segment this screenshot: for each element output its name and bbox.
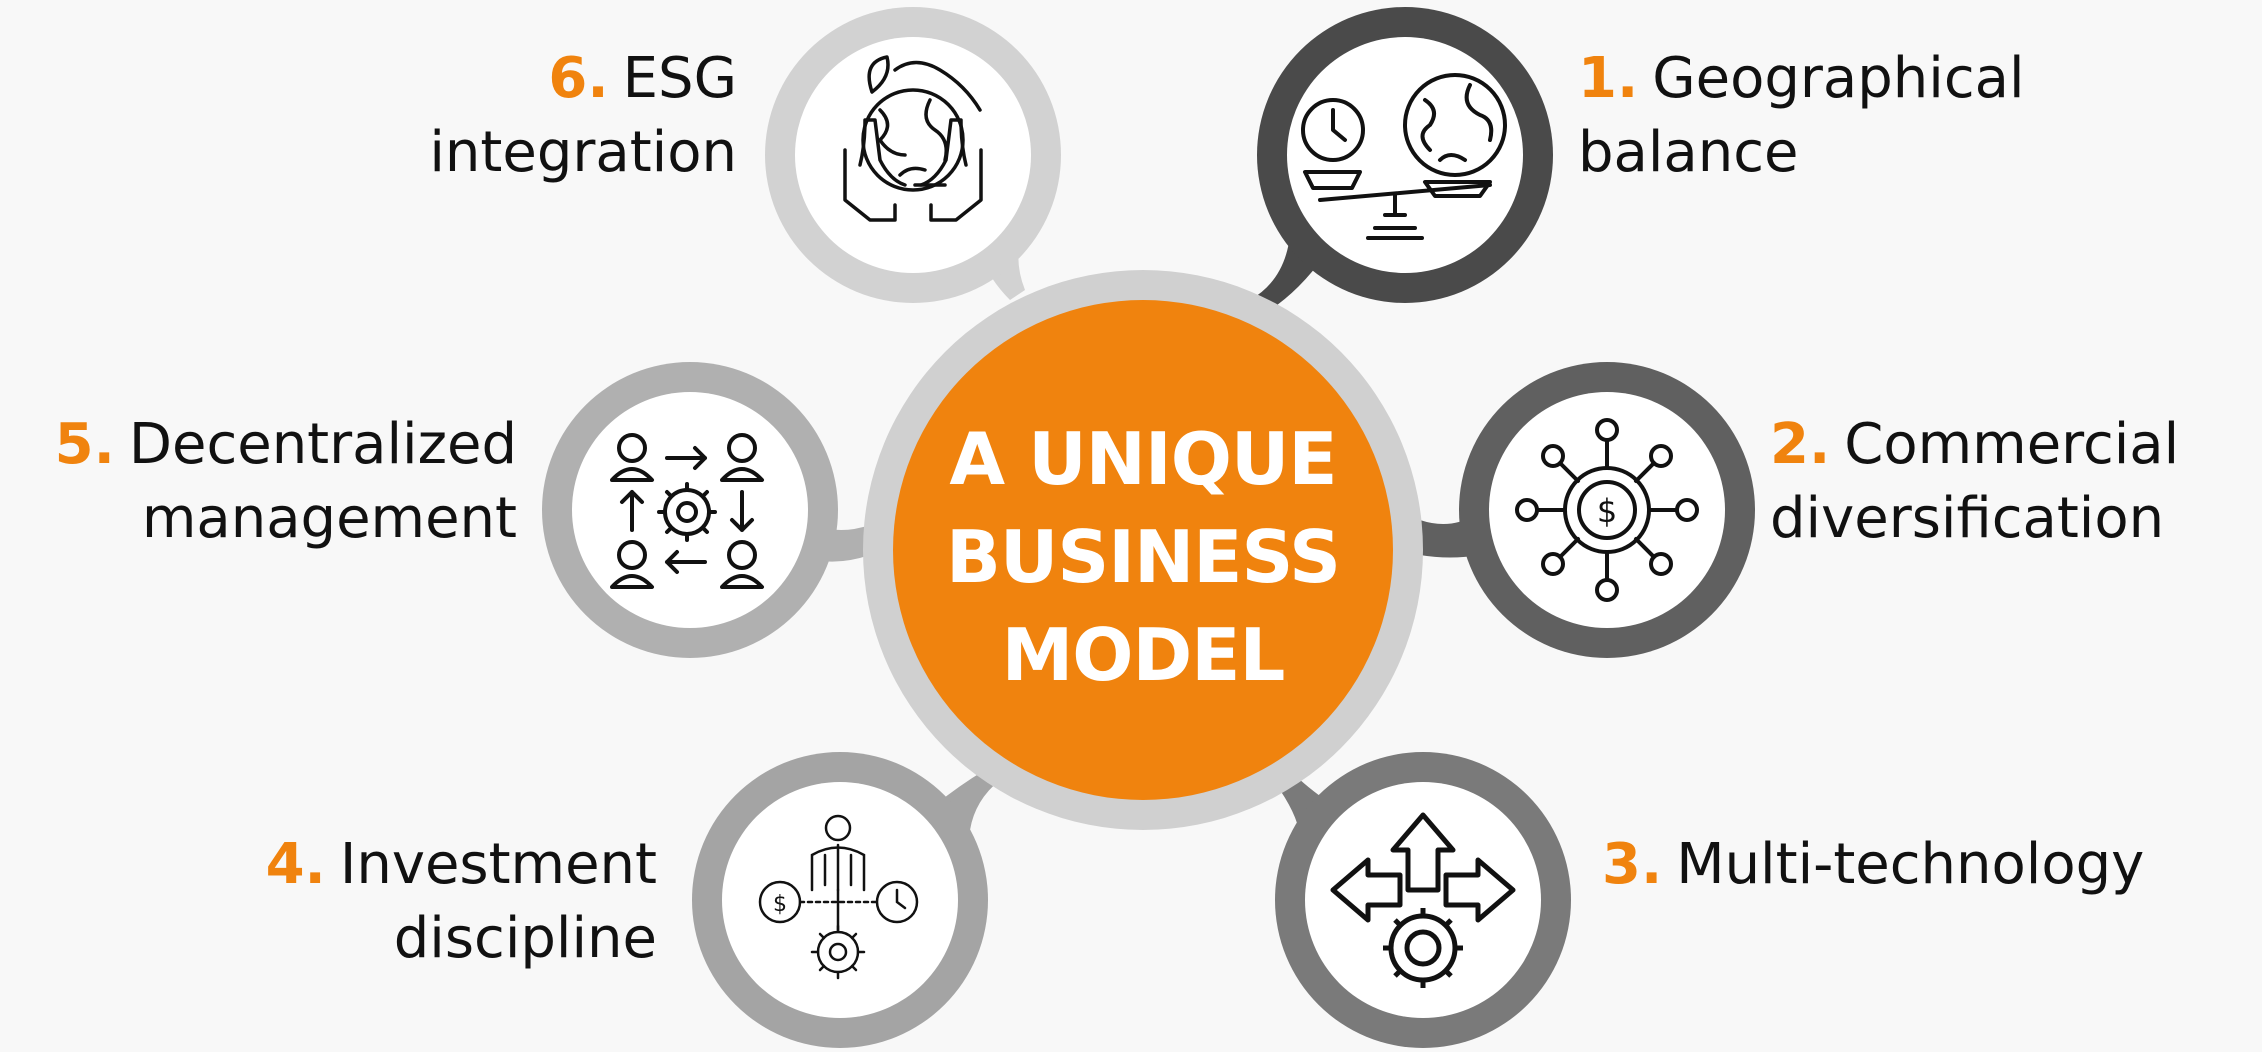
item-number: 2. [1770, 412, 1831, 477]
item-subtitle: integration [429, 120, 737, 185]
center-disc [893, 300, 1393, 800]
hands-globe-leaf-icon [843, 55, 983, 222]
item-subtitle: diversification [1770, 486, 2165, 551]
satellite-3 [1275, 752, 1571, 1048]
center-title-line-3: MODEL [1001, 613, 1286, 697]
item-title: Geographical [1652, 46, 2025, 111]
center-title: A UNIQUE BUSINESS MODEL [893, 410, 1393, 704]
item-number: 3. [1602, 832, 1663, 897]
gear-arrows-icon [1330, 812, 1516, 988]
item-number: 6. [548, 46, 609, 111]
center-title-line-2: BUSINESS [946, 515, 1341, 599]
satellite-4 [692, 752, 988, 1048]
scale-clock-globe-icon [1301, 73, 1507, 240]
investor-gear-icon: $ [758, 814, 919, 980]
svg-text:$: $ [773, 892, 787, 917]
item-label-3: 3.Multi-technology [1602, 828, 2144, 902]
svg-text:$: $ [1597, 492, 1617, 530]
item-title: Commercial [1844, 412, 2180, 477]
item-label-6: 6.ESG integration [429, 42, 737, 190]
people-gear-cycle-icon [610, 433, 764, 589]
item-number: 4. [265, 832, 326, 897]
item-subtitle: discipline [393, 906, 657, 971]
item-number: 5. [54, 412, 115, 477]
center-hub [863, 270, 1423, 830]
item-title: Decentralized [128, 412, 517, 477]
item-label-5: 5.Decentralized management [55, 408, 517, 556]
satellite-2 [1459, 362, 1755, 658]
item-label-4: 4.Investment discipline [266, 828, 657, 976]
item-subtitle: management [141, 486, 517, 551]
item-title: Investment [339, 832, 657, 897]
item-subtitle: balance [1578, 120, 1799, 185]
item-number: 1. [1578, 46, 1639, 111]
item-label-2: 2.Commercial diversification [1770, 408, 2179, 556]
satellite-5 [542, 362, 838, 658]
center-title-line-1: A UNIQUE [949, 417, 1337, 501]
item-title: Multi-technology [1676, 832, 2145, 897]
satellite-1 [1257, 7, 1553, 303]
satellite-6 [765, 7, 1061, 303]
dollar-network-icon: $ [1515, 418, 1699, 602]
item-label-1: 1.Geographical balance [1578, 42, 2025, 190]
item-title: ESG [622, 46, 737, 111]
